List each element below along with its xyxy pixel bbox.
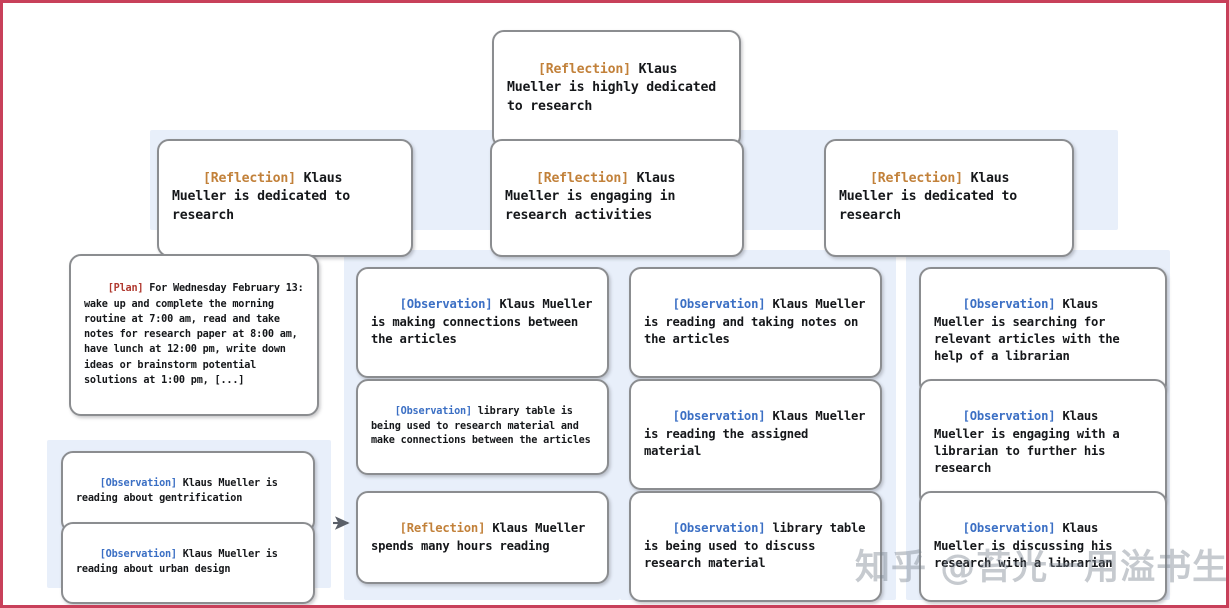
node-text: Klaus Mueller is reading and taking note… — [644, 297, 873, 346]
node-tag: [Observation] — [394, 406, 472, 418]
node-text: library table is being used to discuss r… — [644, 521, 873, 570]
node-text: Klaus Mueller is engaging with a librari… — [934, 409, 1127, 476]
node-observation-reading-taking-notes[interactable]: [Observation] Klaus Mueller is reading a… — [629, 267, 882, 378]
node-reflection-center[interactable]: [Reflection] Klaus Mueller is engaging i… — [490, 139, 744, 257]
node-tag: [Observation] — [672, 297, 766, 312]
node-tag: [Reflection] — [399, 521, 486, 536]
node-observation-engaging-librarian[interactable]: [Observation] Klaus Mueller is engaging … — [919, 379, 1167, 507]
node-text: Klaus Mueller is reading about urban des… — [76, 549, 284, 575]
node-observation-gentrification[interactable]: [Observation] Klaus Mueller is reading a… — [61, 451, 315, 533]
node-tag: [Observation] — [672, 521, 766, 536]
node-reflection-hours-reading[interactable]: [Reflection] Klaus Mueller spends many h… — [356, 491, 609, 585]
node-observation-urban-design[interactable]: [Observation] Klaus Mueller is reading a… — [61, 522, 315, 604]
node-observation-making-connections[interactable]: [Observation] Klaus Mueller is making co… — [356, 267, 609, 378]
node-reflection-right[interactable]: [Reflection] Klaus Mueller is dedicated … — [824, 139, 1074, 257]
node-tag: [Observation] — [399, 297, 493, 312]
node-tag: [Observation] — [99, 549, 177, 561]
node-tag: [Observation] — [962, 521, 1056, 536]
node-tag: [Observation] — [99, 478, 177, 490]
node-tag: [Reflection] — [202, 170, 296, 186]
node-text: library table is being used to research … — [371, 406, 591, 447]
node-text: Klaus Mueller is searching for relevant … — [934, 297, 1127, 364]
node-root-reflection[interactable]: [Reflection] Klaus Mueller is highly ded… — [492, 30, 741, 148]
node-text: Klaus Mueller is dedicated to research — [839, 170, 1025, 224]
node-text: Klaus Mueller is engaging in research ac… — [505, 170, 684, 224]
node-observation-searching-articles[interactable]: [Observation] Klaus Mueller is searching… — [919, 267, 1167, 395]
node-text: Klaus Mueller is dedicated to research — [172, 170, 358, 224]
node-observation-assigned-material[interactable]: [Observation] Klaus Mueller is reading t… — [629, 379, 882, 490]
node-tag: [Reflection] — [869, 170, 963, 186]
node-observation-discuss-research-material[interactable]: [Observation] library table is being use… — [629, 491, 882, 602]
node-text: Klaus Mueller is reading the assigned ma… — [644, 409, 873, 458]
node-text: Klaus Mueller is making connections betw… — [371, 297, 600, 346]
node-observation-library-table-connections[interactable]: [Observation] library table is being use… — [356, 379, 609, 476]
node-observation-discussing-research[interactable]: [Observation] Klaus Mueller is discussin… — [919, 491, 1167, 602]
node-tag: [Observation] — [672, 409, 766, 424]
node-tag: [Observation] — [962, 297, 1056, 312]
node-text: For Wednesday February 13: wake up and c… — [84, 283, 310, 387]
node-tag: [Reflection] — [537, 61, 631, 77]
node-tag: [Observation] — [962, 409, 1056, 424]
node-text: Klaus Mueller is reading about gentrific… — [76, 478, 284, 504]
node-text: Klaus Mueller is highly dedicated to res… — [507, 61, 724, 115]
node-reflection-left[interactable]: [Reflection] Klaus Mueller is dedicated … — [157, 139, 413, 257]
node-text: Klaus Mueller is discussing his research… — [934, 521, 1120, 570]
node-tag: [Plan] — [107, 283, 144, 295]
node-text: Klaus Mueller spends many hours reading — [371, 521, 593, 553]
node-tag: [Reflection] — [535, 170, 629, 186]
node-plan[interactable]: [Plan] For Wednesday February 13: wake u… — [69, 254, 319, 416]
